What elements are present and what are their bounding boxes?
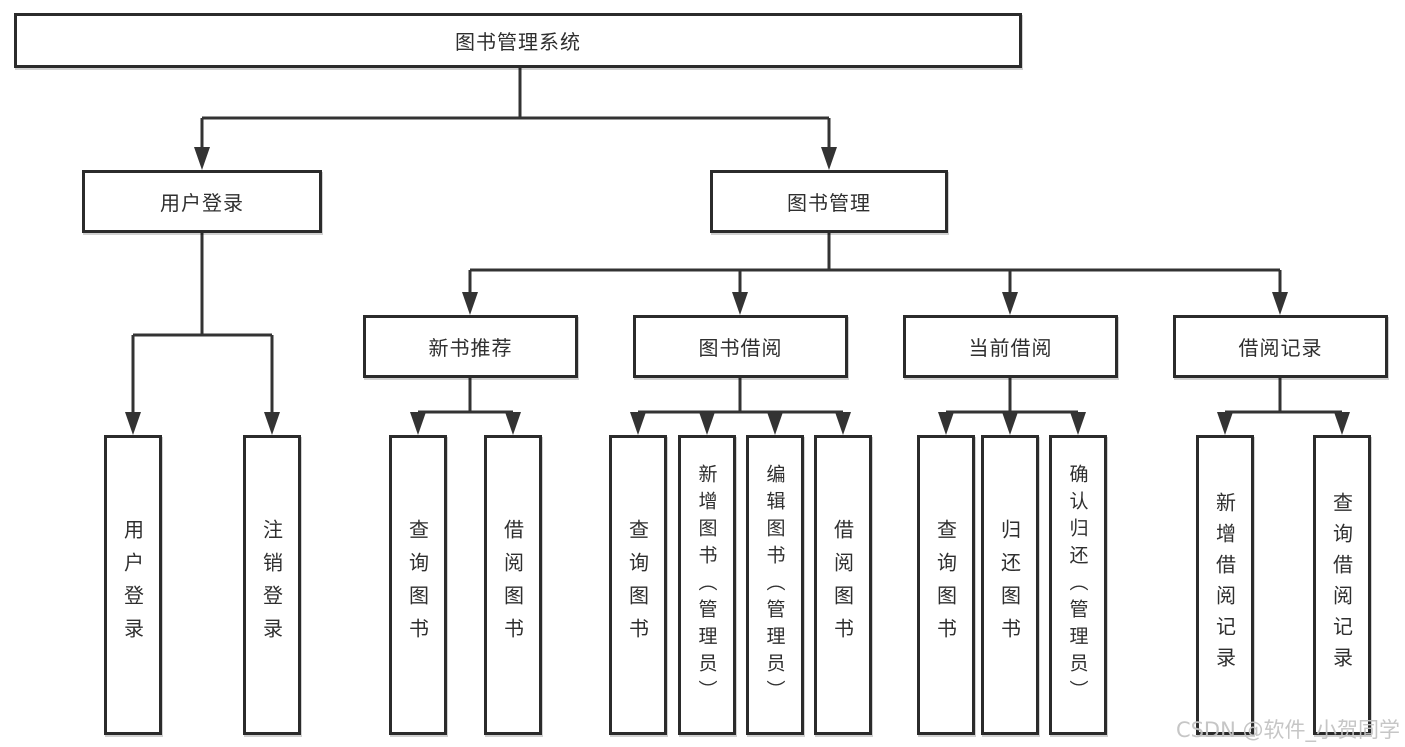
node-new-book-recommend: 新书推荐: [363, 315, 578, 378]
leaf-add-book-admin: 新增图书（管理员）: [678, 435, 736, 735]
leaf-user-login: 用户登录: [104, 435, 162, 735]
connector-book-management-children: [462, 233, 1288, 315]
leaf-borrow-books: 借阅图书: [814, 435, 872, 735]
node-root: 图书管理系统: [14, 13, 1022, 68]
connector-user-login-children: [125, 233, 280, 435]
node-book-borrow: 图书借阅: [633, 315, 848, 378]
connector-book-borrow-children: [630, 378, 851, 435]
connector-root-to-level2: [194, 68, 837, 170]
connector-new-book-recommend-children: [410, 378, 521, 435]
leaf-edit-book-admin: 编辑图书（管理员）: [746, 435, 804, 735]
leaf-confirm-return-admin: 确认归还（管理员）: [1049, 435, 1107, 735]
node-current-borrow: 当前借阅: [903, 315, 1118, 378]
leaf-query-books-recommend: 查询图书: [389, 435, 447, 735]
leaf-logout: 注销登录: [243, 435, 301, 735]
leaf-query-books-current: 查询图书: [917, 435, 975, 735]
leaf-return-book: 归还图书: [981, 435, 1039, 735]
node-borrow-records: 借阅记录: [1173, 315, 1388, 378]
connector-borrow-records-children: [1217, 378, 1350, 435]
leaf-query-books-borrow: 查询图书: [609, 435, 667, 735]
leaf-borrow-books-recommend: 借阅图书: [484, 435, 542, 735]
leaf-add-borrow-record: 新增借阅记录: [1196, 435, 1254, 735]
node-user-login: 用户登录: [82, 170, 322, 233]
connector-current-borrow-children: [938, 378, 1086, 435]
node-book-management: 图书管理: [710, 170, 948, 233]
leaf-query-borrow-record: 查询借阅记录: [1313, 435, 1371, 735]
